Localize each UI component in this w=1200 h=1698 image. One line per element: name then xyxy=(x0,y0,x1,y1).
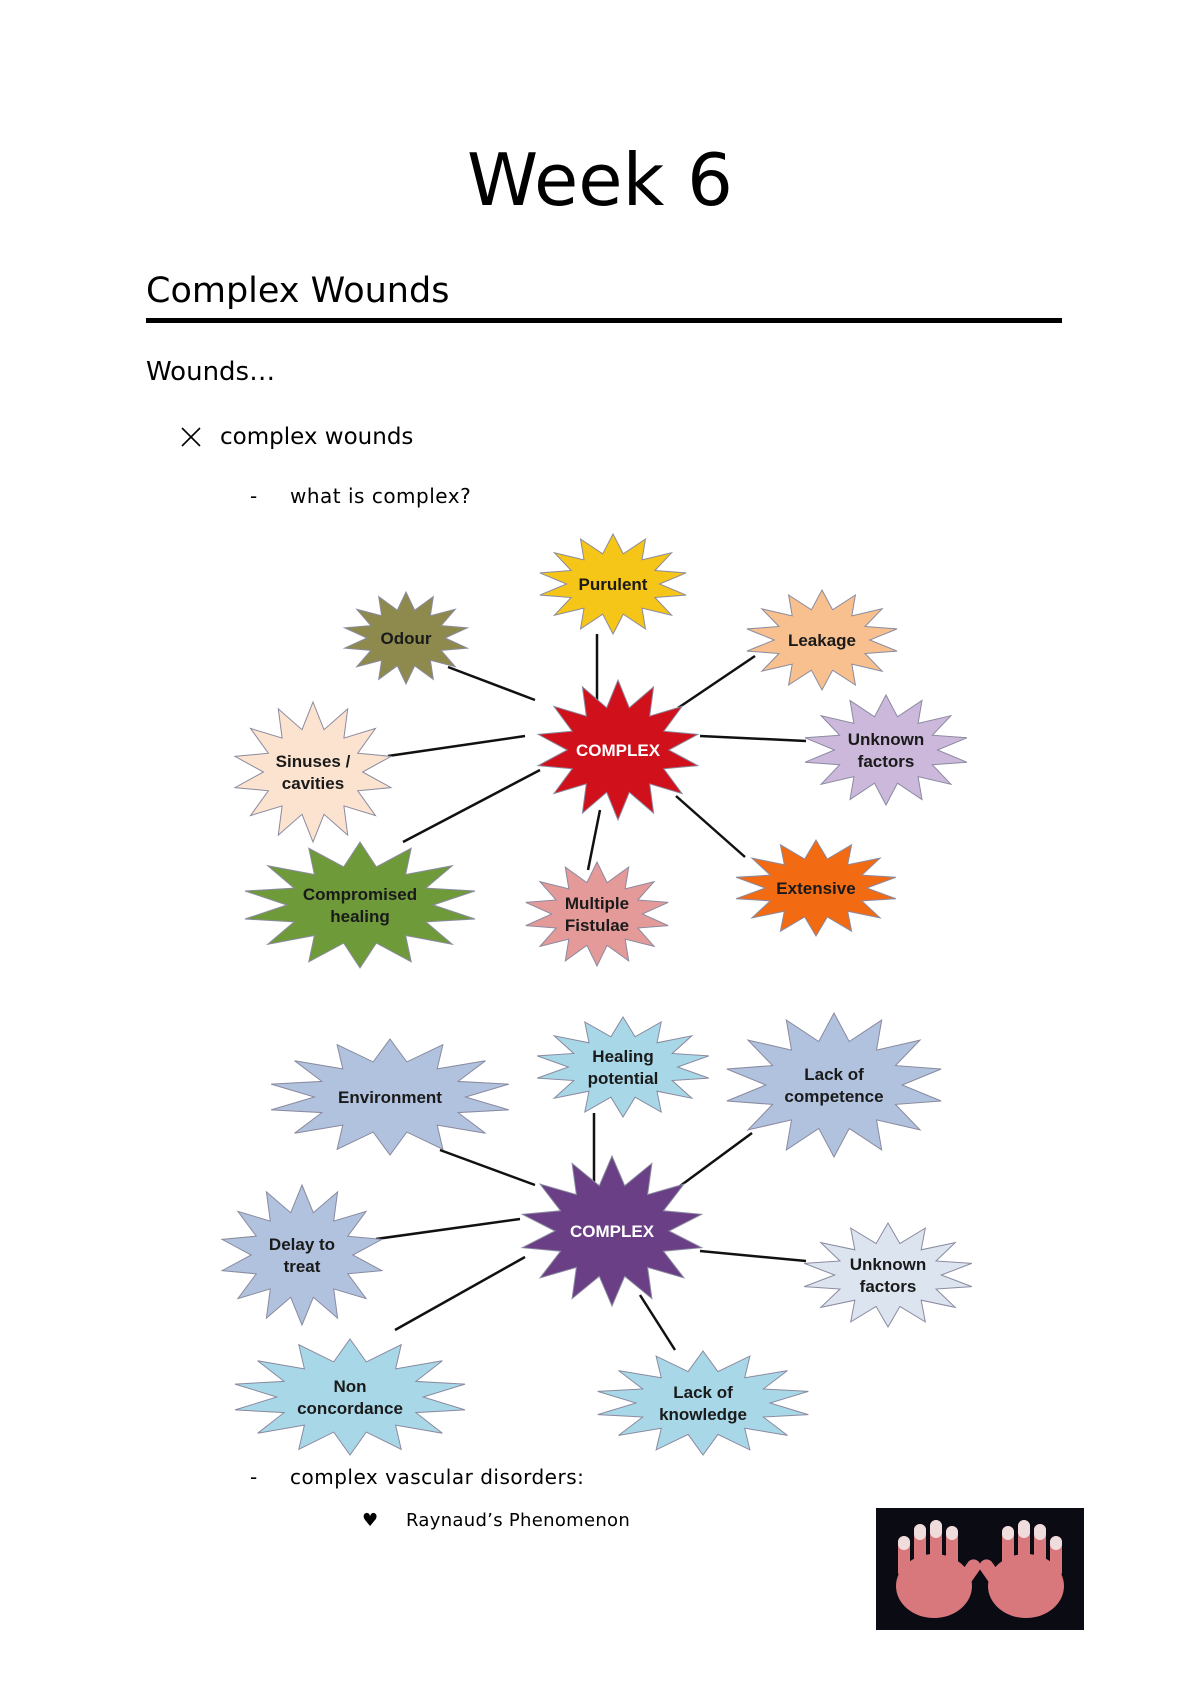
left-hand xyxy=(896,1520,981,1618)
concept-node-shape xyxy=(244,841,476,969)
page-title: Week 6 xyxy=(467,138,733,222)
concept-node-label: Lack of xyxy=(673,1383,733,1402)
concept-node-shape xyxy=(525,860,669,968)
subheading: Wounds… xyxy=(146,357,276,387)
concept-node-shape xyxy=(746,588,898,692)
connector-line xyxy=(402,768,541,844)
sub-bullet-item: ♥ Raynaud’s Phenomenon xyxy=(362,1510,630,1531)
connector-line xyxy=(699,734,807,743)
concept-node: Non concordance xyxy=(234,1338,466,1456)
section-rule xyxy=(146,318,1062,323)
heart-icon: ♥ xyxy=(362,1510,379,1531)
concept-node-label: knowledge xyxy=(659,1405,747,1424)
concept-center: COMPLEX xyxy=(536,678,700,822)
concept-node-label: cavities xyxy=(282,774,344,793)
connector-line xyxy=(375,1217,521,1241)
concept-node-label: potential xyxy=(588,1069,659,1088)
concept-node: Sinuses / cavities xyxy=(233,700,393,844)
concept-node-label: Non xyxy=(333,1377,366,1396)
concept-node: Odour xyxy=(342,590,470,686)
concept-node-label: Unknown xyxy=(848,730,925,749)
concept-node-shape xyxy=(233,700,393,844)
concept-node-label: Lack of xyxy=(804,1065,864,1084)
concept-node: Compromised healing xyxy=(244,841,476,969)
concept-node-label: Sinuses / xyxy=(276,752,351,771)
concept-node: Lack of knowledge xyxy=(597,1350,809,1456)
connector-line xyxy=(439,1148,536,1187)
connector-line xyxy=(394,1255,526,1332)
concept-center-label: COMPLEX xyxy=(570,1222,655,1241)
connector-line xyxy=(447,665,536,702)
concept-node-label: Extensive xyxy=(776,879,855,898)
connector-line xyxy=(387,734,526,758)
concept-node-shape xyxy=(270,1038,510,1156)
concept-node-shape xyxy=(539,532,687,636)
connector-line xyxy=(638,1294,677,1351)
concept-node-shape xyxy=(234,1338,466,1456)
section-title: Complex Wounds xyxy=(146,271,450,311)
concept-node-label: Leakage xyxy=(788,631,856,650)
connector-line xyxy=(677,654,756,710)
dash-item-text: what is complex? xyxy=(290,484,472,508)
concept-node-label: Fistulae xyxy=(565,916,629,935)
bullet-item: complex wounds xyxy=(180,421,413,453)
concept-node-label: Multiple xyxy=(565,894,629,913)
concept-node: Purulent xyxy=(539,532,687,636)
dash-item: - complex vascular disorders: xyxy=(250,1465,584,1489)
concept-node: Environment xyxy=(270,1038,510,1156)
concept-center-shape xyxy=(536,678,700,822)
concept-center-label: COMPLEX xyxy=(576,741,661,760)
concept-node-label: treat xyxy=(284,1257,321,1276)
dash-marker: - xyxy=(250,484,258,508)
concept-node: Leakage xyxy=(746,588,898,692)
concept-center: COMPLEX xyxy=(520,1154,704,1308)
concept-node-shape xyxy=(735,839,897,937)
concept-node-shape xyxy=(220,1183,384,1327)
concept-node: Extensive xyxy=(735,839,897,937)
concept-node-label: Odour xyxy=(381,629,432,648)
connector-line xyxy=(675,795,746,858)
concept-node-label: Purulent xyxy=(579,575,648,594)
concept-node-shape xyxy=(726,1011,942,1159)
sub-bullet-text: Raynaud’s Phenomenon xyxy=(406,1510,631,1531)
concept-node-label: factors xyxy=(858,752,915,771)
concept-node-shape xyxy=(537,1016,709,1118)
hands-photo xyxy=(876,1508,1084,1630)
concept-node: Unknown factors xyxy=(804,693,968,807)
concept-node: Lack of competence xyxy=(726,1011,942,1159)
connector-line xyxy=(586,809,602,871)
x-mark-icon xyxy=(181,427,201,447)
dash-item-text: complex vascular disorders: xyxy=(290,1465,585,1489)
concept-node: Delay to treat xyxy=(220,1183,384,1327)
concept-node-label: Unknown xyxy=(850,1255,927,1274)
dash-marker: - xyxy=(250,1465,258,1489)
concept-node-shape xyxy=(597,1350,809,1456)
concept-node-label: competence xyxy=(784,1087,883,1106)
concept-node-shape xyxy=(804,1222,972,1328)
concept-node: Healing potential xyxy=(537,1016,709,1118)
connector-line xyxy=(675,1131,753,1191)
concept-node-label: Compromised xyxy=(303,885,417,904)
connector-line xyxy=(699,1249,807,1263)
dash-item: - what is complex? xyxy=(250,484,471,508)
concept-node-label: Healing xyxy=(592,1047,653,1066)
concept-node-shape xyxy=(342,590,470,686)
concept-node-label: Environment xyxy=(338,1088,442,1107)
concept-node-label: Delay to xyxy=(269,1235,335,1254)
concept-node-shape xyxy=(804,693,968,807)
concept-center-shape xyxy=(520,1154,704,1308)
concept-node: Unknown factors xyxy=(804,1222,972,1328)
concept-node-label: healing xyxy=(330,907,390,926)
bullet-text: complex wounds xyxy=(220,424,414,450)
concept-node-label: factors xyxy=(860,1277,917,1296)
concept-node-label: concordance xyxy=(297,1399,403,1418)
